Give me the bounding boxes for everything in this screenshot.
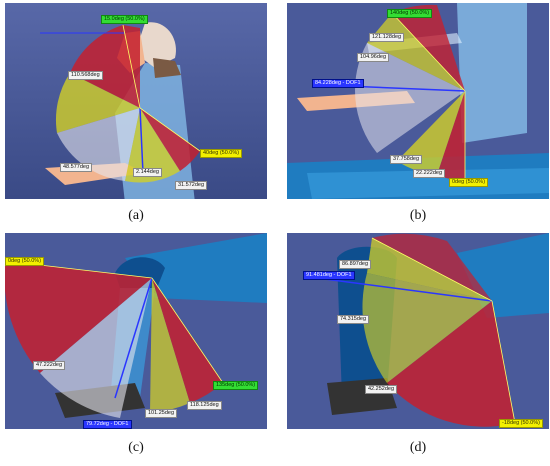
yellow-sector-front [150, 278, 190, 413]
red-sector-bottom [387, 301, 515, 427]
angle-label: 15.0deg (50.0%) [101, 15, 148, 24]
angle-label: 121.128deg [369, 33, 405, 42]
angle-label: 37.758deg [390, 155, 422, 164]
limit-line-bottom [491, 300, 516, 424]
angle-label: 110.568deg [68, 71, 103, 80]
angle-label: 22.222deg [413, 169, 445, 178]
panel-caption: (d) [409, 440, 427, 455]
white-sector-lower [40, 278, 152, 418]
angle-label: 101.25deg [145, 409, 177, 418]
angle-label: 140deg (50.0%) [387, 9, 433, 18]
limit-line-top [371, 237, 493, 302]
red-sector-bottom [437, 91, 465, 181]
red-sector-front [152, 278, 223, 403]
hair-shape [153, 58, 181, 78]
panel-a-neck-flexion: 15.0deg (50.0%) 110.568deg 48.577deg 40d… [5, 3, 267, 199]
angle-label: 40deg (50.0%) [200, 149, 243, 158]
panel-a-scene [5, 3, 267, 199]
limit-line-top [122, 24, 141, 109]
torso-shape [457, 3, 527, 143]
angle-label: 47.222deg [33, 361, 65, 370]
angle-label: 31.572deg [175, 181, 207, 190]
yellow-sector-bottom [397, 91, 465, 175]
red-sector-back [5, 261, 152, 373]
angle-label: 91.481deg - DOF1 [303, 271, 355, 280]
angle-label: 135deg (50.0%) [213, 381, 259, 390]
angle-label: -18deg (50.0%) [499, 419, 543, 428]
head-shape [135, 22, 176, 68]
white-sector-lower [57, 108, 140, 181]
angle-label: 104.96deg [357, 53, 389, 62]
panel-c-knee-flexion: 0deg (50.0%) 47.222deg 101.25deg 118.125… [5, 233, 267, 429]
yellow-sector-top [367, 238, 492, 301]
angle-label: 79.72deg - DOF1 [83, 420, 132, 429]
yellow-sector-left [55, 73, 140, 133]
red-sector-top [372, 233, 492, 301]
panel-b-scene [287, 3, 549, 199]
red-sector-front [140, 108, 200, 171]
angle-label: 74.315deg [337, 315, 369, 324]
dof-vector [139, 107, 144, 174]
angle-label: 0deg (50.0%) [449, 178, 489, 187]
yellow-sector-top [367, 13, 465, 91]
thigh-shape [125, 233, 267, 303]
panel-d-scene [287, 233, 549, 429]
angle-label: 0deg (50.0%) [5, 257, 45, 266]
seat-edge-shape [307, 168, 549, 199]
limit-line-front [139, 107, 201, 152]
red-sector-upper [70, 25, 140, 108]
dof-vector [316, 277, 493, 302]
yellow-sector-front [125, 108, 180, 183]
limit-line-front [151, 277, 224, 384]
yellow-sector-mid [362, 273, 492, 383]
angle-label: 86.897deg [339, 260, 371, 269]
angle-label: 118.125deg [187, 401, 222, 410]
angle-label: 48.577deg [60, 163, 92, 172]
panel-b-shoulder-flexion: 140deg (50.0%) 121.128deg 104.96deg 84.2… [287, 3, 549, 199]
angle-label: 42.252deg [365, 385, 397, 394]
angle-label: 84.228deg - DOF1 [312, 79, 364, 88]
panel-caption: (b) [409, 208, 427, 223]
panel-caption: (a) [128, 208, 144, 223]
panel-caption: (c) [128, 440, 144, 455]
panel-c-scene [5, 233, 267, 429]
red-sector-top [392, 4, 465, 92]
dof-vector [114, 277, 153, 399]
angle-label: 2.144deg [133, 168, 162, 177]
panel-d-hip-flexion: 86.897deg 91.481deg - DOF1 74.315deg 42.… [287, 233, 549, 429]
limit-line-top [391, 12, 466, 92]
white-sector-mid [355, 43, 465, 153]
